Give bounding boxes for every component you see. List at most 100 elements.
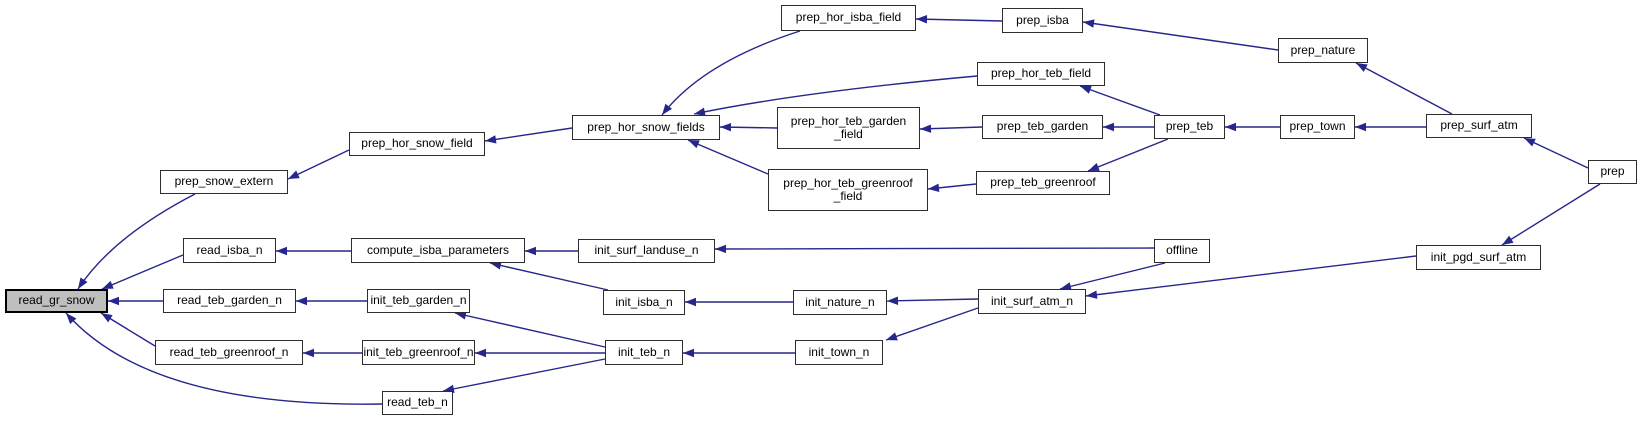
edge-read_teb_n-to-read_gr_snow xyxy=(65,312,383,405)
node-prep_hor_snow_field[interactable]: prep_hor_snow_field xyxy=(349,132,485,156)
arrowhead-prep_hor_teb_field-to-prep_hor_snow_fields xyxy=(694,107,706,116)
node-label: prep_teb_garden xyxy=(996,119,1089,134)
edge-prep_nature-to-prep_isba xyxy=(1082,21,1279,51)
arrowhead-prep_isba-to-prep_hor_isba_field xyxy=(916,15,928,24)
node-label: read_gr_snow xyxy=(18,293,95,308)
edge-prep_hor_snow_fields-to-prep_hor_snow_field xyxy=(484,127,573,142)
node-prep_hor_teb_garden_field[interactable]: prep_hor_teb_garden_field xyxy=(777,107,920,149)
edge-prep-to-init_pgd_surf_atm xyxy=(1501,183,1601,246)
node-label: prep_hor_teb_field xyxy=(990,66,1092,81)
node-init_pgd_surf_atm[interactable]: init_pgd_surf_atm xyxy=(1416,245,1541,270)
edge-prep_isba-to-prep_hor_isba_field xyxy=(915,18,1003,22)
arrowhead-prep_snow_extern-to-read_gr_snow xyxy=(78,277,88,289)
node-read_teb_garden_n[interactable]: read_teb_garden_n xyxy=(163,289,296,313)
node-prep_teb[interactable]: prep_teb xyxy=(1154,115,1225,139)
edge-prep-to-prep_surf_atm xyxy=(1523,137,1589,169)
arrowhead-prep_teb-to-prep_hor_teb_field xyxy=(1080,85,1092,94)
node-init_teb_garden_n[interactable]: init_teb_garden_n xyxy=(367,289,470,313)
node-init_teb_n[interactable]: init_teb_n xyxy=(605,340,683,365)
node-label: prep_teb_greenroof xyxy=(990,175,1096,190)
node-prep_town[interactable]: prep_town xyxy=(1280,115,1355,139)
node-prep[interactable]: prep xyxy=(1588,160,1637,184)
edge-prep_hor_teb_greenroof_field-to-prep_hor_snow_fields xyxy=(687,139,769,175)
node-init_teb_greenroof_n[interactable]: init_teb_greenroof_n xyxy=(362,340,475,365)
node-prep_snow_extern[interactable]: prep_snow_extern xyxy=(160,170,288,194)
node-label: offline xyxy=(1166,243,1198,258)
arrowhead-prep_hor_snow_fields-to-prep_hor_snow_field xyxy=(485,135,497,144)
arrowhead-init_isba_n-to-compute_isba_parameters xyxy=(490,261,502,270)
node-label: prep_town xyxy=(1289,119,1346,134)
node-label: prep_hor_teb_garden xyxy=(790,113,907,128)
edge-init_pgd_surf_atm-to-init_surf_atm_n xyxy=(1085,255,1417,297)
arrowhead-init_teb_greenroof_n-to-read_teb_greenroof_n xyxy=(303,348,314,358)
node-init_surf_atm_n[interactable]: init_surf_atm_n xyxy=(978,289,1086,314)
node-compute_isba_parameters[interactable]: compute_isba_parameters xyxy=(351,238,525,263)
arrowhead-init_teb_garden_n-to-read_teb_garden_n xyxy=(296,296,307,306)
edge-offline-to-init_surf_atm_n xyxy=(1059,262,1166,290)
node-label: prep_isba xyxy=(1016,12,1069,27)
node-read_teb_greenroof_n[interactable]: read_teb_greenroof_n xyxy=(155,340,303,365)
node-read_teb_n[interactable]: read_teb_n xyxy=(382,391,453,415)
arrowhead-prep_nature-to-prep_isba xyxy=(1083,19,1095,28)
node-init_nature_n[interactable]: init_nature_n xyxy=(793,290,887,315)
arrowhead-prep_hor_teb_greenroof_field-to-prep_hor_snow_fields xyxy=(688,140,700,149)
edge-offline-to-init_surf_landuse_n xyxy=(714,247,1155,250)
arrowhead-compute_isba_parameters-to-read_isba_n xyxy=(276,246,287,256)
node-prep_hor_isba_field[interactable]: prep_hor_isba_field xyxy=(781,5,916,31)
arrowhead-init_surf_landuse_n-to-compute_isba_parameters xyxy=(525,246,536,256)
arrowhead-read_isba_n-to-read_gr_snow xyxy=(102,280,114,289)
node-label: init_teb_greenroof_n xyxy=(363,344,474,359)
arrowhead-read_teb_n-to-read_gr_snow xyxy=(66,313,77,325)
arrowhead-prep_hor_isba_field-to-prep_hor_snow_fields xyxy=(662,103,673,115)
arrowhead-prep_hor_snow_field-to-prep_snow_extern xyxy=(288,170,300,179)
arrowhead-init_teb_n-to-read_teb_n xyxy=(443,384,455,393)
arrowhead-init_pgd_surf_atm-to-init_surf_atm_n xyxy=(1086,290,1098,299)
node-prep_hor_teb_field[interactable]: prep_hor_teb_field xyxy=(977,62,1105,86)
node-label: _field xyxy=(834,127,863,141)
node-label: prep_teb xyxy=(1165,119,1214,134)
node-label: read_teb_garden_n xyxy=(177,293,282,308)
node-label: _field xyxy=(833,189,863,203)
node-prep_hor_teb_greenroof_field[interactable]: prep_hor_teb_greenroof_field xyxy=(768,169,928,211)
arrowhead-init_nature_n-to-init_isba_n xyxy=(685,297,696,307)
edge-prep_hor_isba_field-to-prep_hor_snow_fields xyxy=(661,30,801,116)
node-prep_nature[interactable]: prep_nature xyxy=(1278,38,1368,63)
node-label: init_teb_garden_n xyxy=(370,293,467,308)
node-label: prep_hor_teb_greenroof xyxy=(783,175,913,190)
edge-init_teb_n-to-init_teb_garden_n xyxy=(454,312,606,348)
arrowhead-prep-to-init_pgd_surf_atm xyxy=(1502,235,1514,245)
edge-prep_teb-to-prep_teb_greenroof xyxy=(1087,138,1169,172)
arrowhead-prep-to-prep_surf_atm xyxy=(1524,138,1536,147)
arrowhead-prep_teb_garden-to-prep_hor_teb_garden_field xyxy=(920,124,932,133)
arrowhead-read_teb_greenroof_n-to-read_gr_snow xyxy=(101,313,113,323)
node-init_surf_landuse_n[interactable]: init_surf_landuse_n xyxy=(578,239,715,263)
arrowhead-init_teb_n-to-init_teb_greenroof_n xyxy=(475,348,486,358)
arrowhead-init_surf_atm_n-to-init_town_n xyxy=(886,332,898,341)
node-prep_isba[interactable]: prep_isba xyxy=(1002,8,1083,33)
node-prep_surf_atm[interactable]: prep_surf_atm xyxy=(1426,114,1532,138)
node-label: init_surf_landuse_n xyxy=(594,243,699,258)
arrowhead-init_town_n-to-init_teb_n xyxy=(683,348,694,358)
node-init_isba_n[interactable]: init_isba_n xyxy=(603,290,685,315)
node-label: prep_hor_snow_fields xyxy=(587,119,705,134)
node-label: init_teb_n xyxy=(617,344,671,359)
node-label: init_nature_n xyxy=(805,294,875,309)
node-init_town_n[interactable]: init_town_n xyxy=(795,340,883,365)
node-read_isba_n[interactable]: read_isba_n xyxy=(183,238,276,263)
arrowhead-prep_teb_greenroof-to-prep_hor_teb_greenroof_field xyxy=(928,183,940,193)
node-read_gr_snow: read_gr_snow xyxy=(5,289,108,313)
node-prep_hor_snow_fields[interactable]: prep_hor_snow_fields xyxy=(572,115,720,140)
node-offline[interactable]: offline xyxy=(1154,239,1210,263)
node-prep_teb_garden[interactable]: prep_teb_garden xyxy=(982,115,1103,139)
node-label: prep_hor_snow_field xyxy=(361,136,473,151)
node-label: prep xyxy=(1600,164,1625,179)
arrowhead-offline-to-init_surf_landuse_n xyxy=(715,244,727,254)
edge-prep_surf_atm-to-prep_nature xyxy=(1355,62,1453,115)
arrowhead-prep_teb-to-prep_teb_garden xyxy=(1103,122,1114,132)
node-label: init_surf_atm_n xyxy=(990,293,1074,308)
arrowhead-prep_town-to-prep_teb xyxy=(1225,122,1236,132)
node-label: prep_nature xyxy=(1290,42,1356,57)
node-label: read_teb_n xyxy=(387,395,448,410)
edge-prep_hor_teb_field-to-prep_hor_snow_fields xyxy=(693,75,978,115)
node-prep_teb_greenroof[interactable]: prep_teb_greenroof xyxy=(976,171,1110,195)
